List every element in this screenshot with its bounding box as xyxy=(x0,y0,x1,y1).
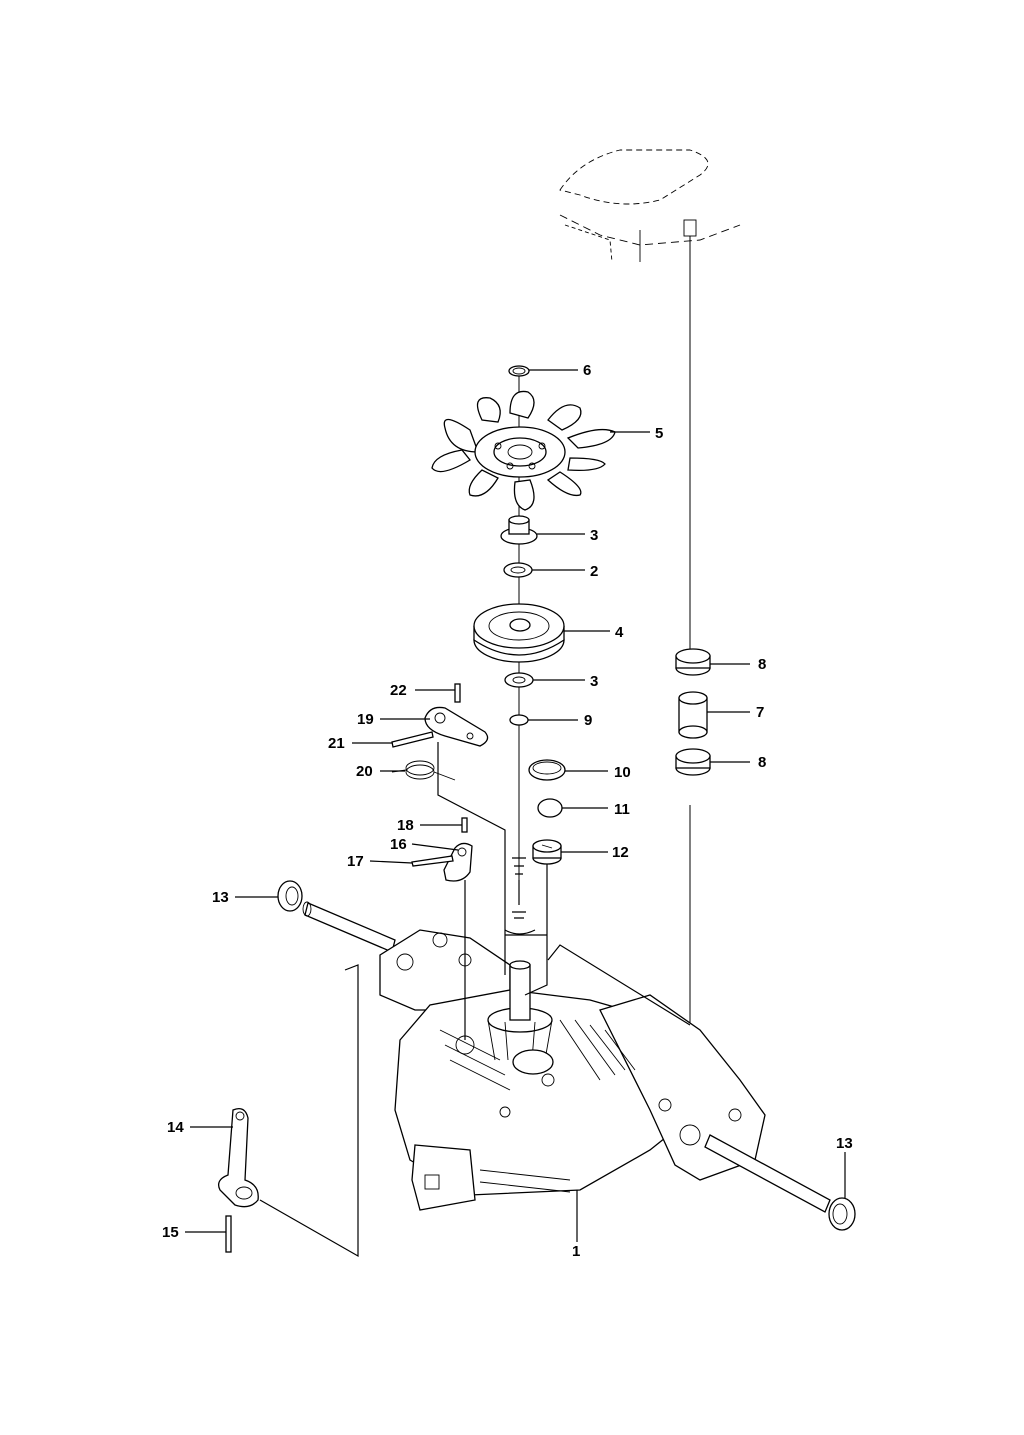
part-15-pin xyxy=(225,1215,232,1253)
callout-15: 15 xyxy=(162,1224,179,1241)
part-10-cap xyxy=(528,759,566,781)
callout-10: 10 xyxy=(614,764,631,781)
assembly-reference-lines xyxy=(259,742,691,1258)
callout-labels: 6 5 3 2 4 3 9 10 11 12 8 7 8 22 19 21 20… xyxy=(162,362,853,1260)
callout-22: 22 xyxy=(390,682,407,699)
callout-8-lower: 8 xyxy=(758,754,766,771)
part-9-e-clip xyxy=(509,714,529,726)
part-17-pin xyxy=(411,855,454,867)
callout-5: 5 xyxy=(655,425,663,442)
callout-12: 12 xyxy=(612,844,629,861)
part-19-arm xyxy=(424,706,489,747)
callout-17: 17 xyxy=(347,853,364,870)
part-14-lever xyxy=(217,1107,259,1208)
left-axle xyxy=(302,901,396,953)
part-1-transaxle-housing xyxy=(379,929,766,1211)
part-7-bushing xyxy=(678,691,708,739)
part-22-pin xyxy=(454,683,461,703)
callout-6: 6 xyxy=(583,362,591,379)
part-16-control-arm xyxy=(443,842,473,882)
part-8-ring-upper xyxy=(675,648,711,676)
callout-16: 16 xyxy=(390,836,407,853)
callout-3-upper: 3 xyxy=(590,527,598,544)
callout-leaders xyxy=(185,369,846,1242)
right-axle xyxy=(704,1134,831,1213)
mount-bracket xyxy=(559,149,741,263)
callout-8-upper: 8 xyxy=(758,656,766,673)
part-3-hub-upper xyxy=(500,515,538,545)
callout-13-right: 13 xyxy=(836,1135,853,1152)
callout-19: 19 xyxy=(357,711,374,728)
part-20-spring xyxy=(391,760,456,781)
callout-4: 4 xyxy=(615,624,624,641)
callout-2: 2 xyxy=(590,563,598,580)
part-13-axle-seal-right xyxy=(828,1197,856,1231)
part-4-pulley xyxy=(473,603,565,663)
part-2-spacer xyxy=(503,562,533,578)
part-18-pin xyxy=(461,817,468,833)
callout-11: 11 xyxy=(614,801,630,818)
callout-7: 7 xyxy=(756,704,764,721)
part-8-ring-lower xyxy=(675,748,711,776)
callout-3-lower: 3 xyxy=(590,673,598,690)
callout-20: 20 xyxy=(356,763,373,780)
callout-9: 9 xyxy=(584,712,592,729)
part-11-seal xyxy=(537,798,563,818)
callout-21: 21 xyxy=(328,735,345,752)
callout-18: 18 xyxy=(397,817,414,834)
part-3-hub-lower xyxy=(504,672,534,688)
callout-14: 14 xyxy=(167,1119,184,1136)
part-13-axle-seal-left xyxy=(277,880,303,912)
part-6-snap-ring xyxy=(508,365,530,377)
callout-1: 1 xyxy=(572,1243,580,1260)
part-5-fan xyxy=(431,390,616,511)
part-12-valve xyxy=(532,839,562,865)
part-21-pin xyxy=(391,731,434,748)
callout-13-left: 13 xyxy=(212,889,229,906)
